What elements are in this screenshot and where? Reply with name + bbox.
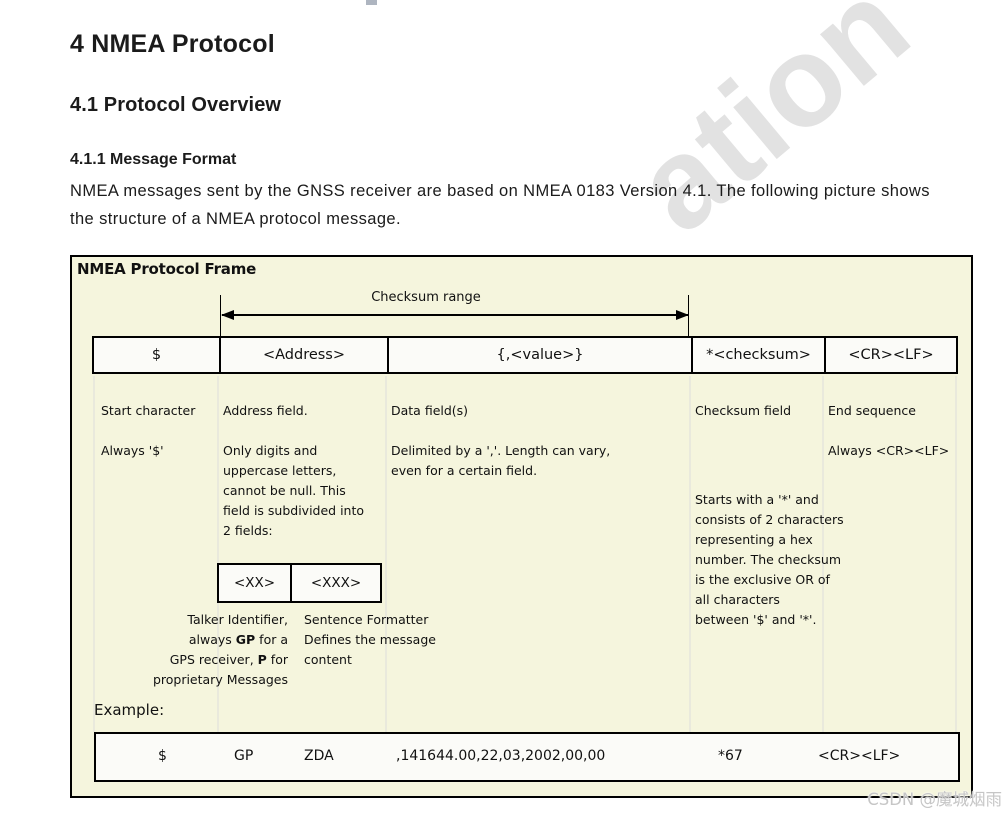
section-heading: 4.1 Protocol Overview [70, 94, 282, 116]
column-divider [385, 376, 387, 732]
talker-gp-bold: GP [235, 632, 256, 647]
body-paragraph-line-1: NMEA messages sent by the GNSS receiver … [70, 182, 930, 200]
body-paragraph-line-2: the structure of a NMEA protocol message… [70, 210, 401, 228]
figure-title: NMEA Protocol Frame [77, 260, 257, 278]
example-message-row: $ GP ZDA ,141644.00,22,03,2002,00,00 *67… [94, 732, 960, 782]
example-end-sequence: <CR><LF> [818, 748, 901, 764]
cell-sentence-formatter: <XXX> [290, 565, 380, 601]
desc-address-field: Address field. Only digits and uppercase… [223, 403, 365, 538]
desc-start-character: Start character Always '$' [101, 403, 196, 458]
column-divider [689, 376, 691, 732]
arrowhead-left-icon [221, 310, 234, 320]
example-sentence-formatter: ZDA [304, 748, 334, 764]
talker-line-2c: for a [255, 632, 288, 647]
talker-line-4: proprietary Messages [152, 672, 288, 687]
sentence-formatter-note: Sentence Formatter Defines the message c… [304, 612, 436, 667]
column-divider [93, 376, 95, 732]
cell-start-character: $ [94, 338, 219, 372]
example-data-fields: ,141644.00,22,03,2002,00,00 [396, 748, 606, 764]
talker-line-3a: GPS receiver, [169, 652, 258, 667]
checksum-range-arrow [222, 314, 688, 316]
talker-p-bold: P [257, 652, 267, 667]
talker-line-2a: always [188, 632, 236, 647]
talker-line-1: Talker Identifier, [187, 612, 288, 627]
cell-talker-id: <XX> [219, 565, 290, 601]
column-divider [217, 376, 219, 732]
cell-address: <Address> [219, 338, 387, 372]
chapter-heading: 4 NMEA Protocol [70, 30, 275, 58]
desc-end-sequence: End sequence Always <CR><LF> [828, 403, 950, 458]
nmea-protocol-frame-figure: NMEA Protocol Frame Checksum range $ <Ad… [70, 255, 973, 798]
cell-crlf: <CR><LF> [824, 338, 956, 372]
example-checksum: *67 [718, 748, 743, 764]
talker-identifier-note: Talker Identifier, always GP for a GPS r… [90, 610, 288, 690]
arrowhead-right-icon [676, 310, 689, 320]
talker-line-3c: for [266, 652, 288, 667]
desc-checksum-field-title: Checksum field [695, 403, 792, 418]
address-subfields-row: <XX> <XXX> [217, 563, 382, 603]
csdn-watermark: CSDN @魔城烟雨 [867, 790, 1002, 809]
checksum-range-left-tick [220, 295, 221, 339]
message-format-row: $ <Address> {,<value>} *<checksum> <CR><… [92, 336, 958, 374]
column-divider [822, 376, 824, 732]
cell-checksum: *<checksum> [691, 338, 824, 372]
subsection-heading: 4.1.1 Message Format [70, 151, 237, 168]
example-start-character: $ [158, 748, 167, 764]
column-divider [955, 376, 957, 732]
desc-data-fields: Data field(s) Delimited by a ','. Length… [391, 403, 611, 478]
example-label: Example: [94, 701, 165, 719]
clipped-artifact [366, 0, 377, 5]
desc-checksum-field-body: Starts with a '*' and consists of 2 char… [695, 492, 844, 627]
example-talker-id: GP [234, 748, 254, 764]
diagonal-watermark: ation [608, 0, 935, 260]
checksum-range-label: Checksum range [371, 290, 481, 305]
cell-value: {,<value>} [387, 338, 691, 372]
